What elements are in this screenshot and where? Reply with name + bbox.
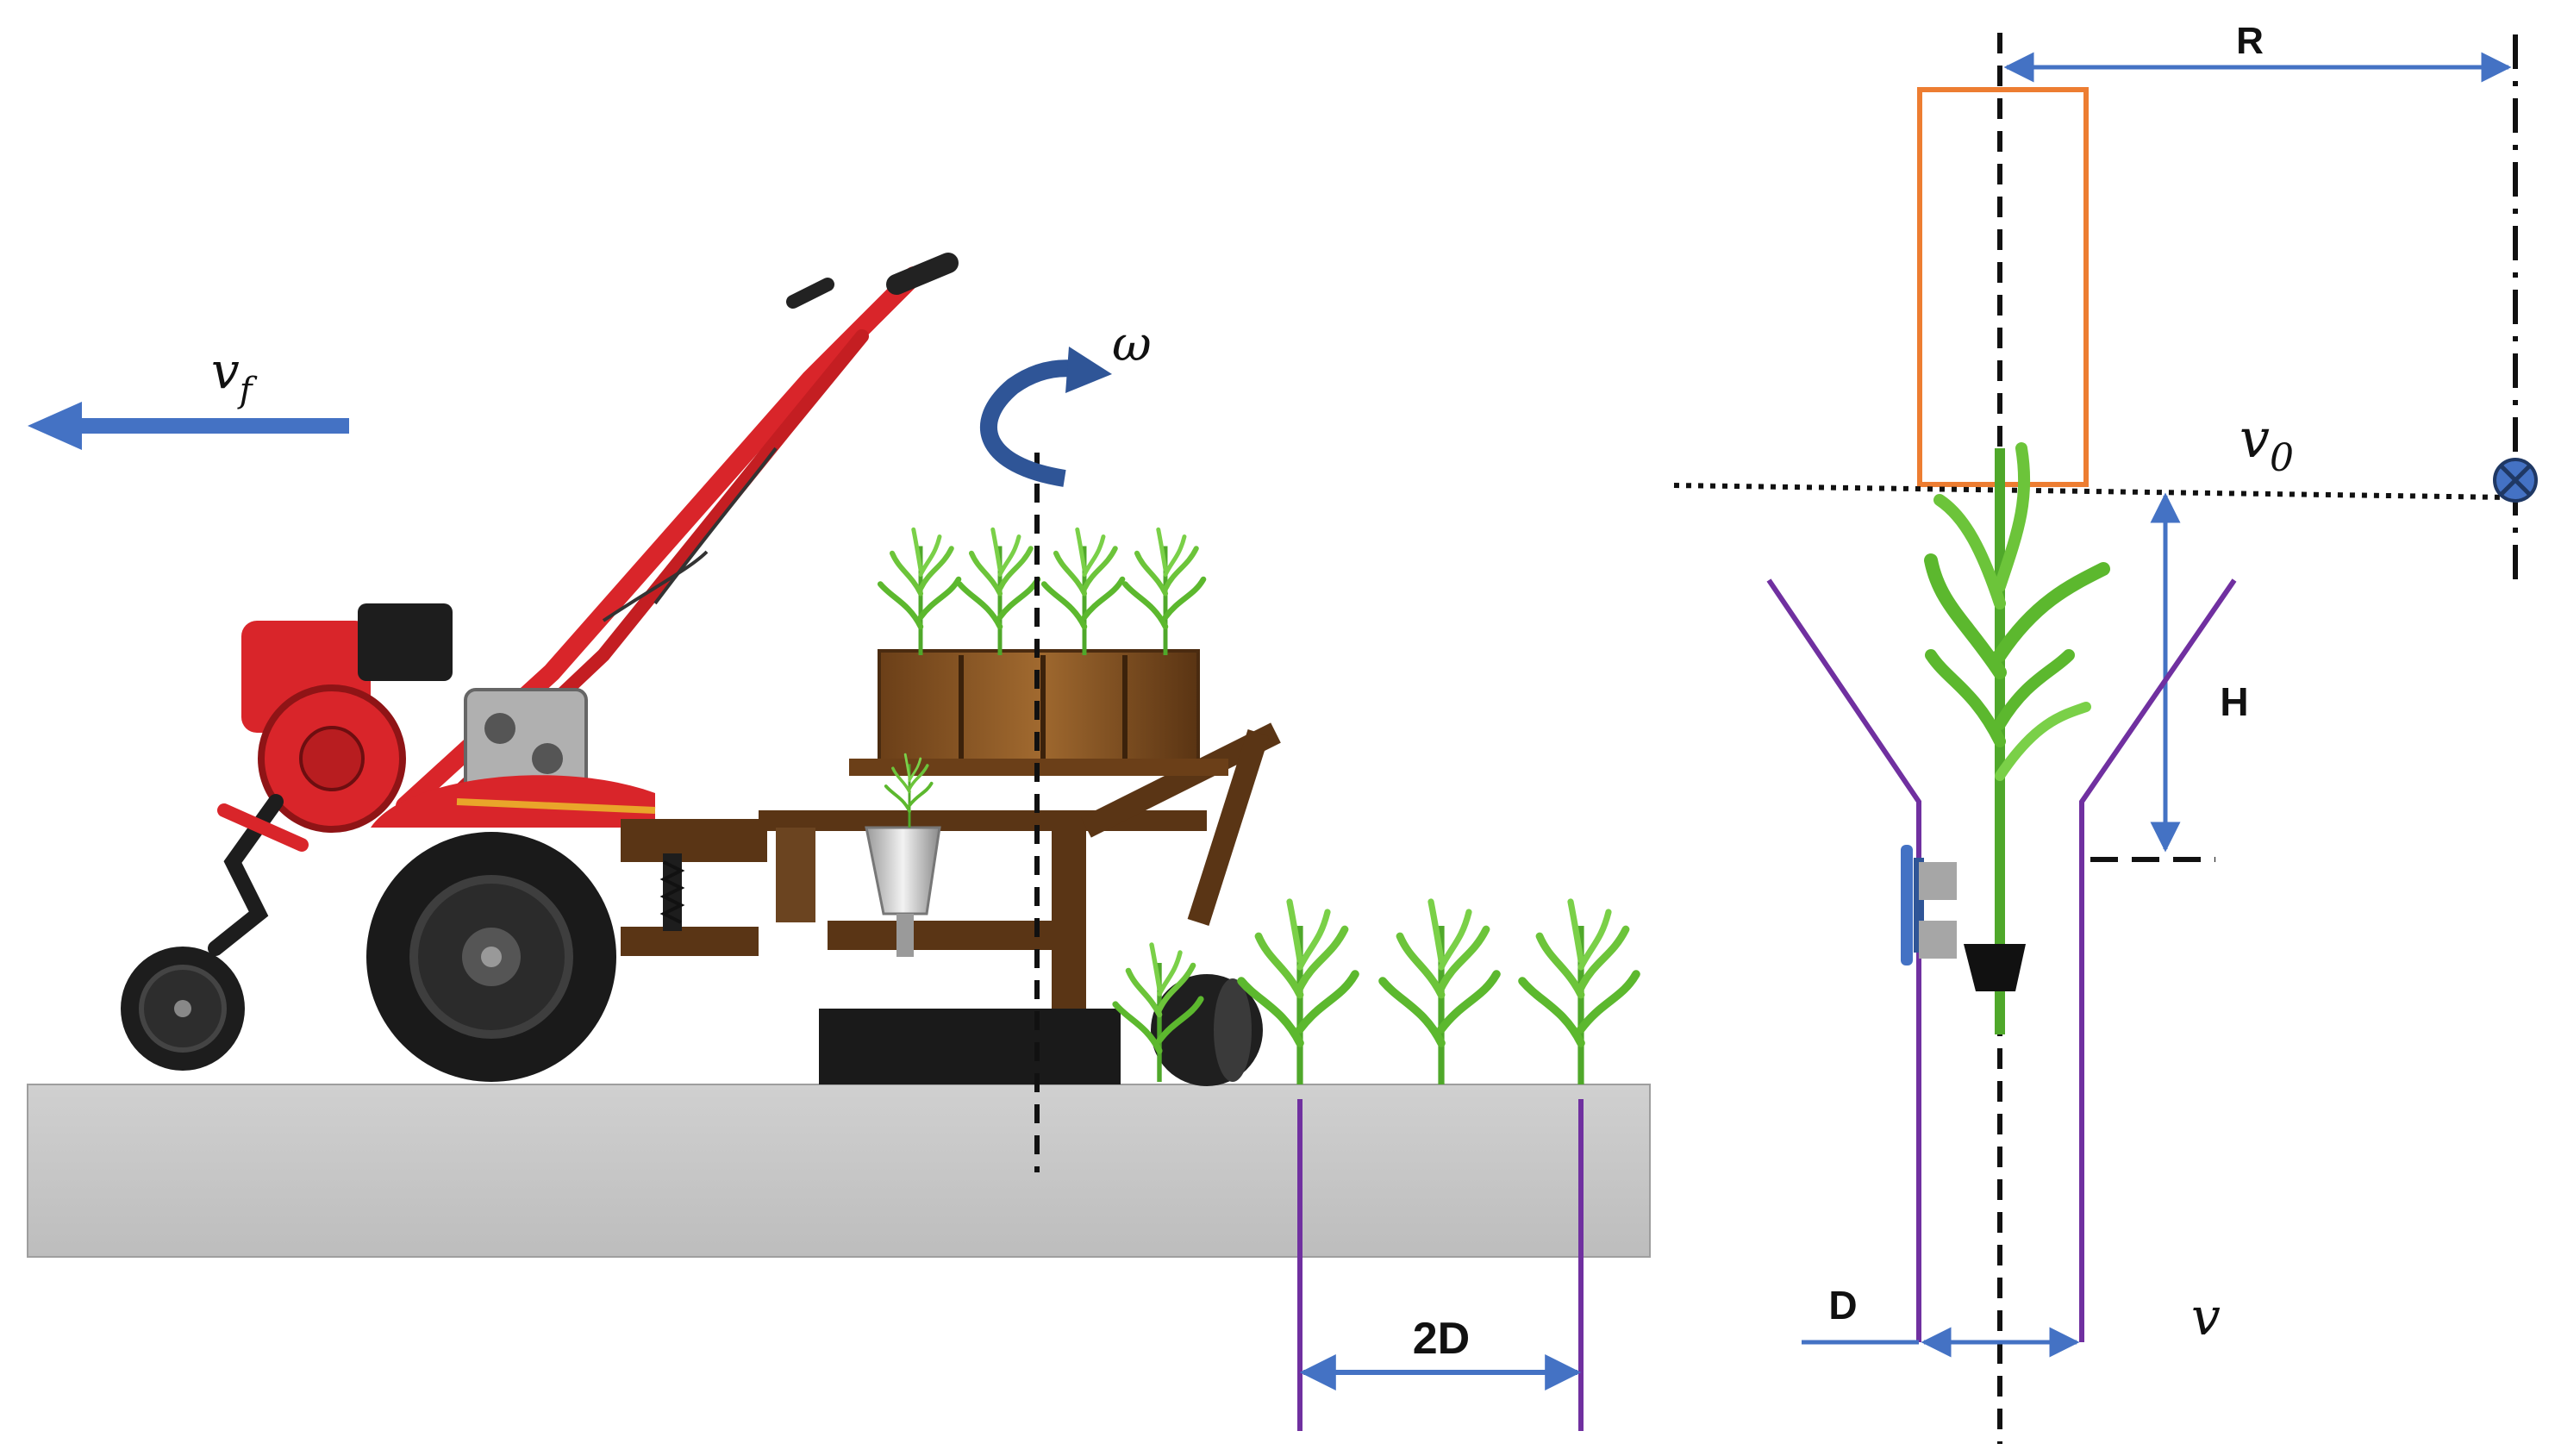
rotation-arrow-icon <box>980 347 1112 487</box>
velocity-into-page-icon <box>2493 458 2538 503</box>
tiller-icon <box>121 253 959 1082</box>
diameter-label: D <box>1828 1283 1857 1328</box>
vf-label: vf <box>211 341 258 410</box>
release-level-line <box>1673 483 2509 500</box>
sensor-icon <box>1901 845 1957 965</box>
radius-label: R <box>2236 20 2264 62</box>
height-label: H <box>2220 679 2248 724</box>
ground <box>27 1084 1651 1258</box>
v0-label: v0 <box>2240 407 2294 480</box>
spacing-label: 2D <box>1413 1314 1470 1364</box>
pot-outline <box>1917 87 2089 487</box>
guide-tube-right <box>2079 578 2237 1342</box>
guide-tube-left <box>1766 578 1921 1342</box>
forward-velocity-arrow <box>28 402 349 450</box>
omega-label: ω <box>1112 316 1152 372</box>
falling-seedling <box>1924 442 2110 1034</box>
v-label: v <box>2191 1287 2221 1347</box>
